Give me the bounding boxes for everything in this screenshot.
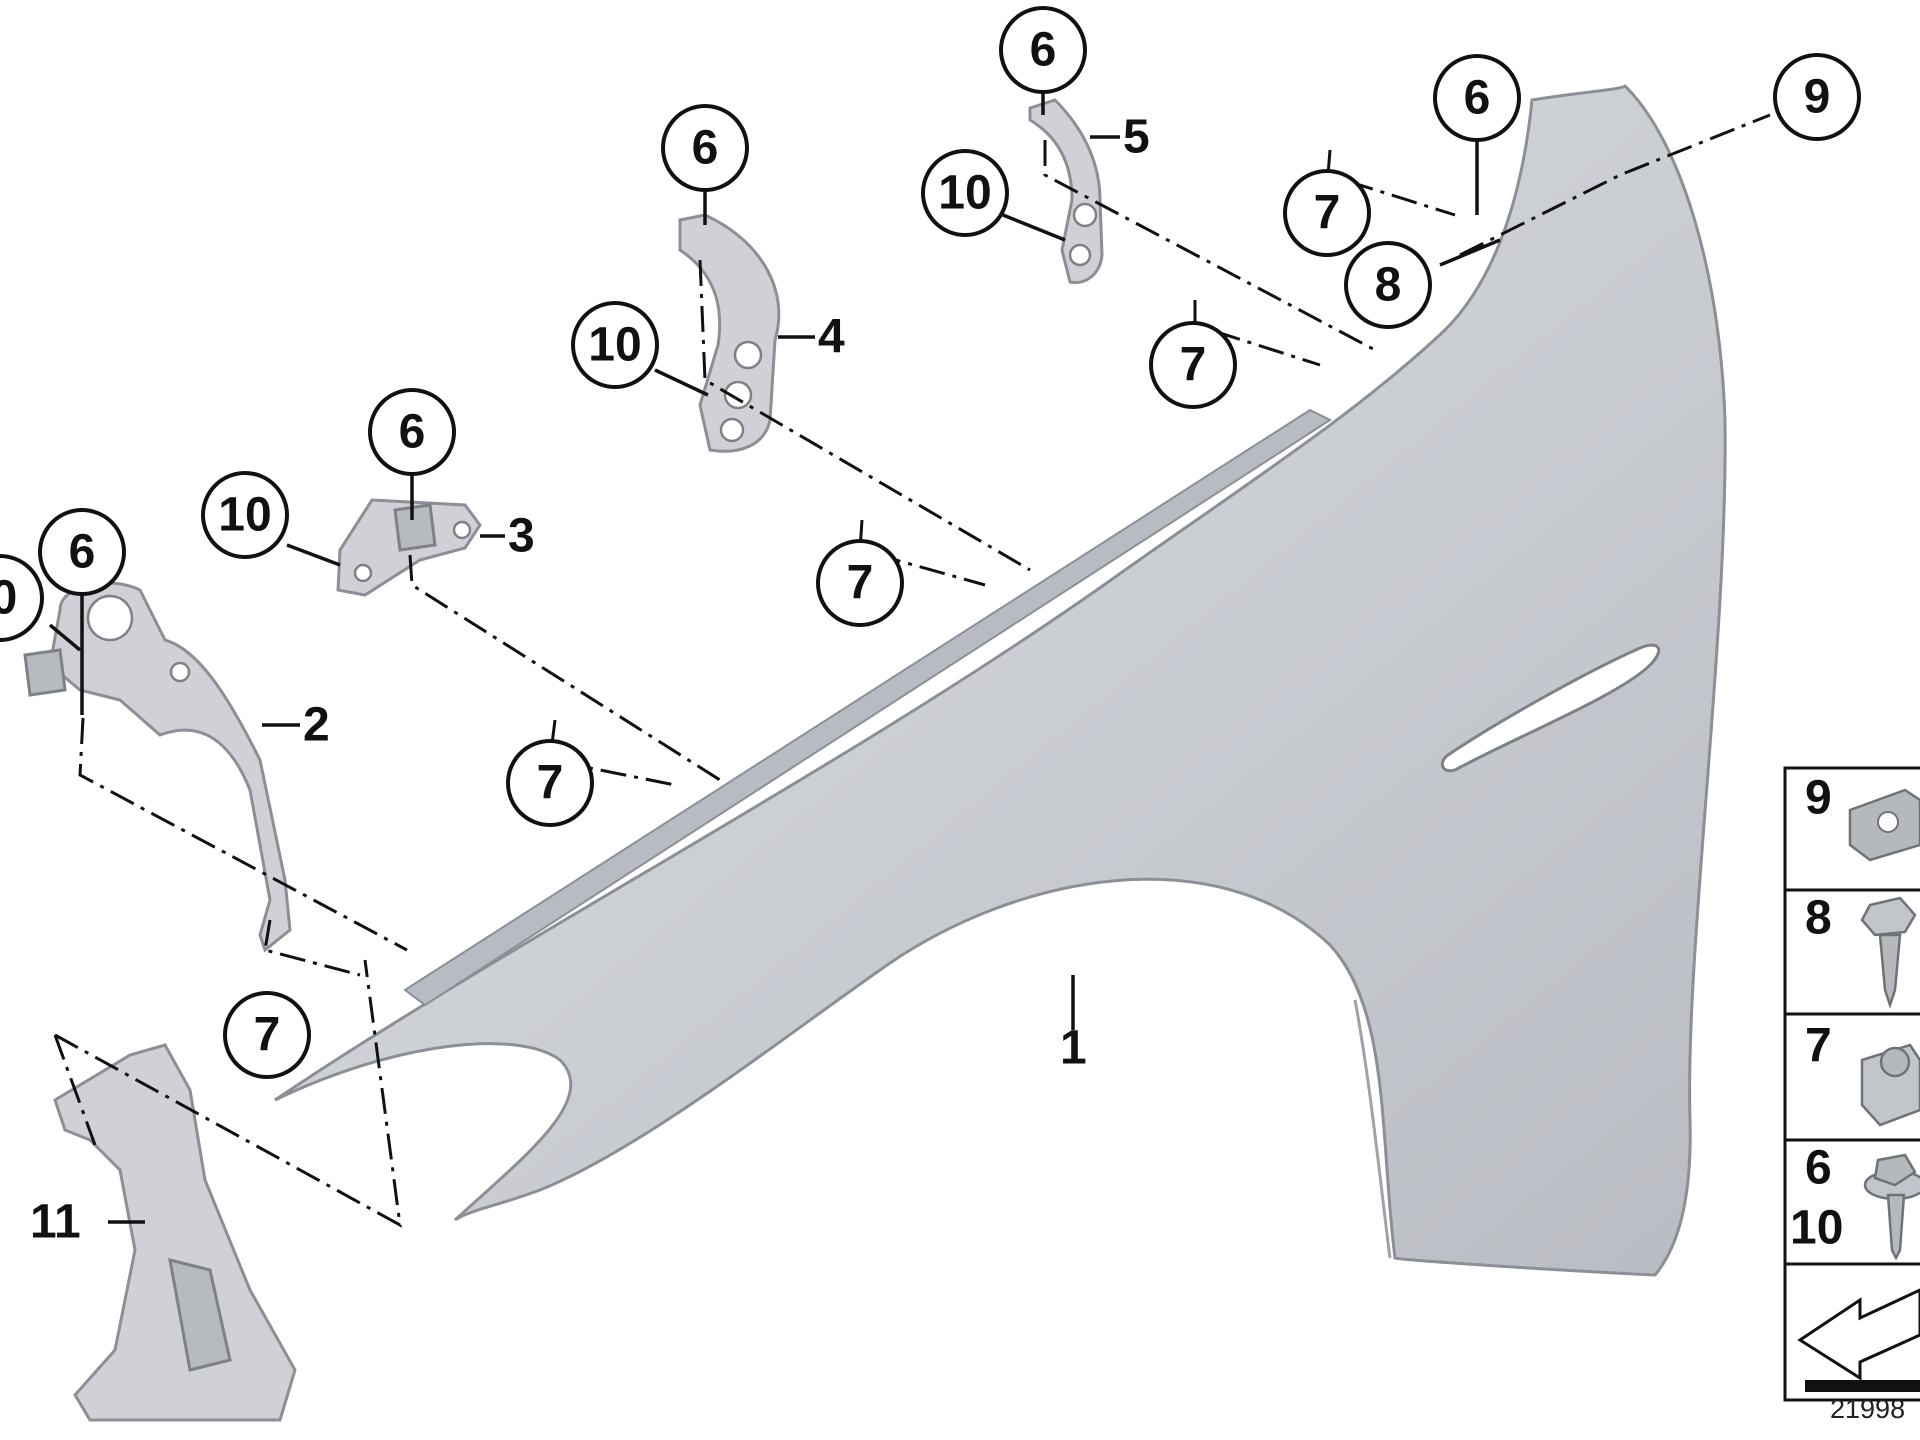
callout-10-bracket-4: 10: [571, 301, 659, 389]
svg-text:7: 7: [1180, 339, 1207, 392]
legend-label-8: 8: [1805, 892, 1832, 945]
callout-6-bracket-5: 6: [999, 6, 1087, 94]
callout-6-bracket-2: 6: [38, 508, 126, 596]
legend-label-6: 6: [1805, 1142, 1832, 1195]
svg-text:10: 10: [218, 489, 271, 542]
svg-text:6: 6: [399, 406, 426, 459]
callout-9: 9: [1773, 53, 1861, 141]
svg-text:10: 10: [938, 167, 991, 220]
side-vent-opening: [1440, 643, 1661, 773]
callout-7-c: 7: [816, 539, 904, 627]
wheel-arch-edge: [1353, 999, 1392, 1259]
svg-text:6: 6: [1464, 72, 1491, 125]
front-fender[interactable]: [274, 84, 1727, 1277]
legend-label-10: 10: [1790, 1202, 1843, 1255]
bracket-5[interactable]: [1028, 98, 1104, 285]
hex-bolt-washer-icon: [1863, 1153, 1920, 1261]
fender-mounting-flange: [403, 408, 1333, 1007]
callout-7-b: 7: [506, 739, 594, 827]
bracket-3[interactable]: [336, 498, 482, 597]
legend-label-9: 9: [1805, 772, 1832, 825]
label-2: 2: [303, 699, 330, 752]
label-4: 4: [818, 311, 845, 364]
callout-6-fender-top: 6: [1433, 54, 1521, 142]
label-3: 3: [508, 510, 535, 563]
callout-10-bracket-5: 10: [921, 149, 1009, 237]
legend-label-7: 7: [1805, 1020, 1832, 1073]
svg-text:7: 7: [254, 1009, 281, 1062]
svg-text:7: 7: [1314, 187, 1341, 240]
leader-lines: [48, 90, 1501, 1224]
callout-6-bracket-4: 6: [661, 104, 749, 192]
label-1: 1: [1060, 1022, 1087, 1075]
svg-text:8: 8: [1375, 259, 1402, 312]
spring-nut-icon: [1860, 1043, 1920, 1127]
hex-screw-icon: [1860, 896, 1917, 1009]
label-5: 5: [1123, 111, 1150, 164]
callout-7-e: 7: [1283, 169, 1371, 257]
reference-number: 21998: [1830, 1394, 1905, 1424]
callout-8: 8: [1344, 241, 1432, 329]
label-11: 11: [30, 1196, 81, 1249]
svg-text:7: 7: [537, 757, 564, 810]
callout-6-bracket-3: 6: [368, 388, 456, 476]
svg-text:7: 7: [847, 557, 874, 610]
svg-text:0: 0: [0, 572, 17, 625]
bracket-11[interactable]: [53, 1043, 297, 1422]
callouts: 6 6 6 6 6 0 10 10 10 7 7 7 7 7: [0, 6, 1861, 1249]
callout-7-a: 7: [223, 991, 311, 1079]
callout-7-d: 7: [1149, 321, 1237, 409]
svg-text:6: 6: [692, 122, 719, 175]
callout-10-bracket-3: 10: [201, 471, 289, 559]
vehicle-direction-arrow-icon: [1797, 1288, 1920, 1392]
svg-text:6: 6: [69, 526, 96, 579]
svg-text:6: 6: [1030, 24, 1057, 77]
clip-nut-icon: [1848, 788, 1920, 862]
callout-10-partial: 0: [0, 554, 44, 642]
svg-text:9: 9: [1804, 71, 1831, 124]
svg-text:10: 10: [588, 319, 641, 372]
fastener-legend: 9 8 7 6 10: [1783, 766, 1920, 1402]
